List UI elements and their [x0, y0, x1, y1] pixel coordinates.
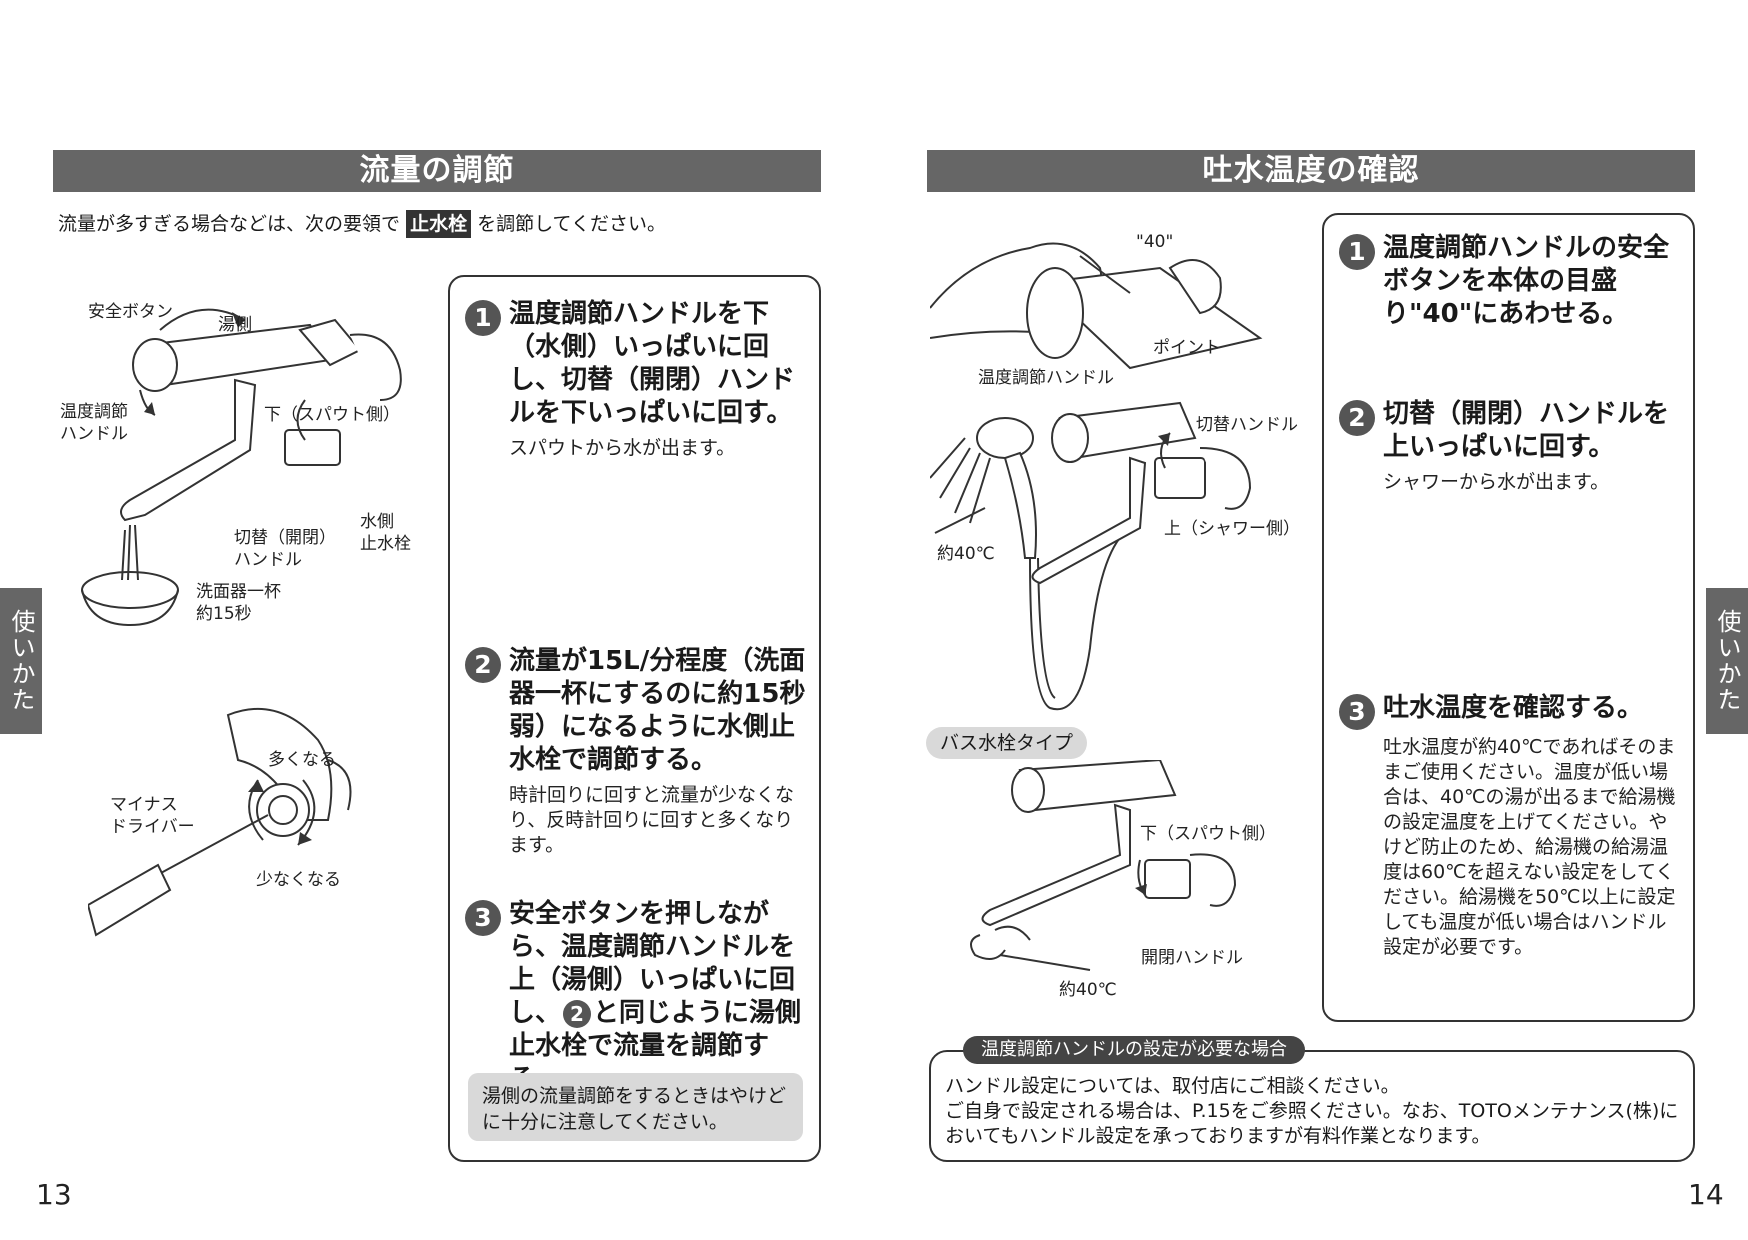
step-detail: シャワーから水が出ます。: [1383, 471, 1610, 493]
left-step-2: 2 流量が15L/分程度（洗面器一杯にするのに約15秒弱）になるように水側止水栓…: [465, 645, 810, 858]
label-screwdriver-2: ドライバー: [110, 817, 195, 837]
step-number: 2: [465, 647, 501, 683]
label-open-handle: 開閉ハンドル: [1141, 948, 1243, 968]
step-heading-a: 安全ボタンを押しながら、温度調節ハンドルを上（湯側）いっぱいに回し、: [509, 899, 796, 1028]
label-about40-a: 約40℃: [937, 544, 995, 564]
step-detail: スパウトから水が出ます。: [509, 437, 736, 459]
info-box-body: ハンドル設定については、取付店にご相談ください。 ご自身で設定される場合は、P.…: [945, 1074, 1680, 1149]
handle-setting-info-box: 温度調節ハンドルの設定が必要な場合 ハンドル設定については、取付店にご相談くださ…: [929, 1036, 1695, 1162]
info-box-title: 温度調節ハンドルの設定が必要な場合: [963, 1036, 1305, 1064]
label-switch-handle-right: 切替ハンドル: [1196, 415, 1298, 435]
label-safety-button: 安全ボタン: [88, 302, 173, 322]
step-number: 1: [465, 300, 501, 336]
left-section-title: 流量の調節: [53, 150, 821, 192]
right-side-tab: 使いかた: [1706, 588, 1748, 734]
step-number: 1: [1339, 234, 1375, 270]
bath-faucet-illustration: [970, 760, 1237, 971]
label-screwdriver-1: マイナス: [110, 795, 178, 815]
intro-tag: 止水栓: [406, 210, 472, 238]
left-caution-note: 湯側の流量調節をするときはやけどに十分に注意してください。: [468, 1073, 803, 1141]
right-step-1: 1 温度調節ハンドルの安全ボタンを本体の目盛り"40"にあわせる。: [1339, 232, 1684, 331]
step-detail: 吐水温度が約40℃であればそのままご使用ください。温度が低い場合は、40℃の湯が…: [1383, 736, 1676, 958]
label-temp-handle-right: 温度調節ハンドル: [978, 368, 1114, 388]
step-number: 3: [465, 900, 501, 936]
right-steps-panel: [1322, 213, 1695, 1022]
step-heading: 流量が15L/分程度（洗面器一杯にするのに約15秒弱）になるように水側止水栓で調…: [509, 646, 806, 775]
left-steps-panel: [448, 275, 821, 1162]
left-side-tab: 使いかた: [0, 588, 42, 734]
right-page-number: 14: [1688, 1178, 1724, 1211]
step-heading: 温度調節ハンドルを下（水側）いっぱいに回し、切替（開閉）ハンドルを下いっぱいに回…: [509, 299, 796, 428]
step-heading-b: と同じように湯側止水栓で流量を調節する。: [509, 998, 802, 1094]
step-number: 2: [1339, 400, 1375, 436]
label-basin-2: 約15秒: [196, 604, 252, 624]
step-heading: 温度調節ハンドルの安全ボタンを本体の目盛り"40"にあわせる。: [1383, 233, 1670, 329]
screwdriver-illustration: [88, 707, 352, 937]
label-up-shower: 上（シャワー側）: [1164, 519, 1300, 539]
right-step-2: 2 切替（開閉）ハンドルを上いっぱいに回す。 シャワーから水が出ます。: [1339, 398, 1684, 495]
label-about40-b: 約40℃: [1059, 980, 1117, 1000]
intro-text-after: を調節してください。: [477, 213, 666, 235]
label-temp-handle-2: ハンドル: [60, 424, 128, 444]
label-forty: "40": [1136, 232, 1174, 252]
info-line-1: ハンドル設定については、取付店にご相談ください。: [945, 1075, 1400, 1097]
faucet-flow-illustration: [81, 308, 402, 627]
intro-text-before: 流量が多すぎる場合などは、次の要領で: [58, 213, 401, 235]
left-page-number: 13: [36, 1178, 72, 1211]
bath-type-badge: バス水栓タイプ: [926, 727, 1088, 759]
label-down-spout: 下（スパウト側）: [264, 405, 400, 425]
step-ref: 2: [563, 999, 592, 1028]
step-detail: 時計回りに回すと流量が少なくなり、反時計回りに回すと多くなります。: [509, 784, 795, 856]
label-less: 少なくなる: [256, 870, 341, 890]
label-cold-valve-1: 水側: [360, 512, 394, 532]
step-heading: 吐水温度を確認する。: [1383, 693, 1644, 723]
info-line-2: ご自身で設定される場合は、P.15をご参照ください。なお、TOTOメンテナンス(…: [945, 1100, 1679, 1147]
left-step-1: 1 温度調節ハンドルを下（水側）いっぱいに回し、切替（開閉）ハンドルを下いっぱい…: [465, 298, 810, 461]
step-heading: 切替（開閉）ハンドルを上いっぱいに回す。: [1383, 399, 1670, 462]
label-basin-1: 洗面器一杯: [196, 582, 281, 602]
shower-faucet-illustration: [930, 401, 1252, 711]
left-intro: 流量が多すぎる場合などは、次の要領で 止水栓 を調節してください。: [58, 210, 666, 238]
step-number: 3: [1339, 694, 1375, 730]
right-section-title: 吐水温度の確認: [927, 150, 1695, 192]
right-step-3: 3 吐水温度を確認する。 吐水温度が約40℃であればそのままご使用ください。温度…: [1339, 692, 1684, 960]
label-more: 多くなる: [268, 750, 336, 770]
label-switch-handle-2: ハンドル: [234, 550, 302, 570]
label-hot-side: 湯側: [218, 315, 252, 335]
label-temp-handle-1: 温度調節: [60, 402, 128, 422]
label-cold-valve-2: 止水栓: [360, 534, 411, 554]
label-point: ポイント: [1153, 338, 1221, 358]
label-down-spout-right: 下（スパウト側）: [1140, 824, 1276, 844]
label-switch-handle-1: 切替（開閉）: [234, 528, 336, 548]
hand-handle-illustration: [930, 242, 1263, 370]
